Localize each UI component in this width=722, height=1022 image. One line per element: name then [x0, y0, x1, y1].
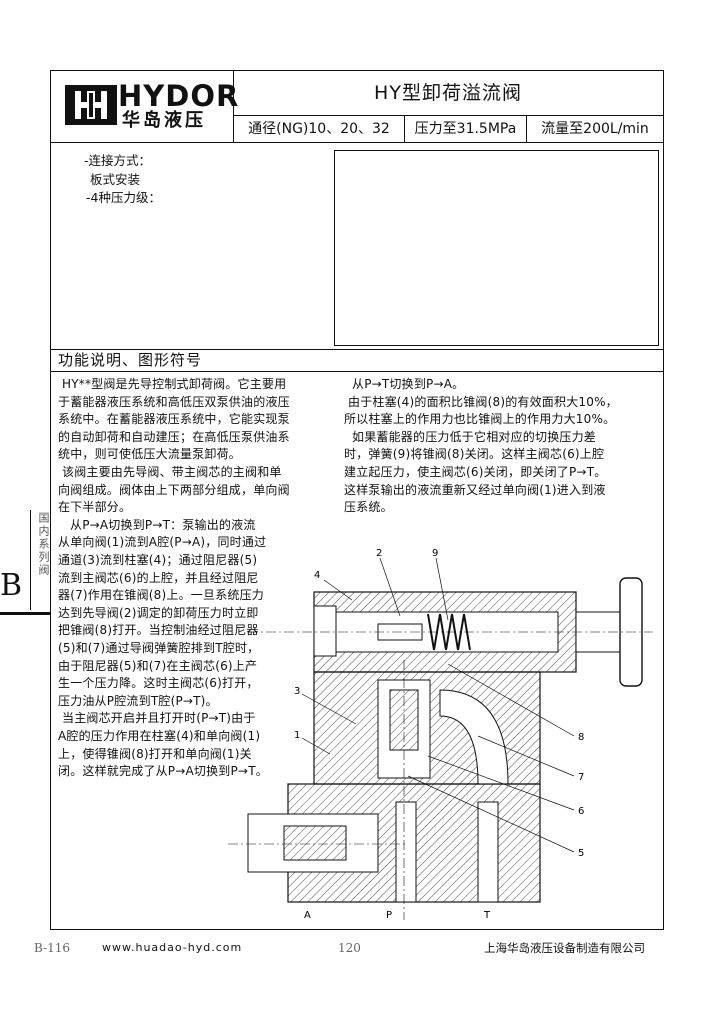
brand-name-cn: 华岛液压 — [122, 110, 206, 131]
callout-5: 5 — [578, 848, 584, 859]
text-line: 由于阻尼器(5)和(7)在主阀芯(6)上产 — [58, 658, 258, 673]
text-line: 流到主阀芯(6)的上腔，并且经过阻尼 — [58, 570, 259, 585]
callout-7: 7 — [578, 772, 584, 783]
p-port-channel — [395, 801, 417, 903]
left-plug — [313, 605, 337, 657]
callout-1: 1 — [294, 730, 300, 741]
text-line: 从单向阀(1)流到A腔(P→A)，同时通过 — [58, 535, 267, 550]
option-pressure-levels: -4种压力级： — [86, 190, 161, 205]
text-line: 当主阀芯开启并且打开时(P→T)由于 — [62, 711, 256, 726]
text-line: 达到先导阀(2)调定的卸荷压力时立即 — [58, 605, 259, 620]
page-title: HY型卸荷溢流阀 — [374, 82, 522, 104]
t-port-channel — [477, 801, 499, 903]
option-mount: 板式安装 — [90, 172, 141, 187]
port-a: A — [304, 910, 311, 921]
callout-9: 9 — [432, 548, 438, 559]
valve-section-drawing: 4 2 9 3 1 8 7 6 5 A P T — [228, 548, 653, 921]
text-line: 上，使得锥阀(8)打开和单向阀(1)关 — [58, 746, 252, 761]
text-line: 于蓄能器液压系统和高低压双泵供油的液压 — [58, 394, 290, 409]
side-tab-rule — [30, 510, 31, 610]
text-line: A腔的压力作用在柱塞(4)和单向阀(1) — [58, 729, 261, 743]
hydor-emblem-icon — [65, 85, 117, 125]
header-bottom-rule — [50, 142, 664, 143]
section-top-rule — [50, 349, 664, 350]
text-line: 该阀主要由先导阀、带主阀芯的主阀和单 — [62, 465, 282, 479]
text-line: 向阀组成。阀体由上下两部分组成，单向阀 — [58, 482, 290, 497]
callout-4: 4 — [314, 570, 320, 581]
text-line: 从P→A切换到P→T：泵输出的液流 — [70, 517, 256, 532]
title-rule — [233, 115, 664, 116]
section-bottom-rule — [50, 371, 664, 372]
logo — [51, 71, 233, 142]
footer-company: 上海华岛液压设备制造有限公司 — [484, 941, 645, 955]
port-t: T — [483, 910, 491, 921]
callout-6: 6 — [578, 806, 584, 817]
text-line: HY**型阀是先导控制式卸荷阀。它主要用 — [62, 377, 287, 391]
text-line: 器(7)作用在锥阀(8)上。一旦系统压力 — [58, 588, 264, 603]
side-letter: B — [0, 568, 23, 603]
option-connection: -连接方式： — [84, 153, 152, 168]
text-line: 在下半部分。 — [58, 500, 132, 515]
text-line: 时，弹簧(9)将锥阀(8)关闭。这样主阀芯(6)上腔 — [344, 447, 605, 462]
text-line: 的自动卸荷和自动建压；在高低压泵供油系 — [58, 429, 290, 444]
footer-website[interactable]: www.huadao-hyd.com — [102, 941, 243, 954]
text-line: 生一个压力降。这时主阀芯(6)打开， — [58, 676, 259, 691]
brand-name-en: HYDOR — [118, 79, 240, 113]
text-line: 这样泵输出的液流重新又经过单向阀(1)进入到液 — [344, 482, 606, 497]
section-title: 功能说明、图形符号 — [58, 351, 203, 369]
footer-page-code: B-116 — [34, 941, 70, 955]
adjust-screw — [575, 611, 627, 653]
page-frame — [50, 70, 664, 930]
footer-page-number: 120 — [338, 941, 361, 955]
text-line: 统中，则可使低压大流量泵卸荷。 — [58, 447, 242, 462]
text-line: 通道(3)流到柱塞(4)；通过阻尼器(5) — [58, 553, 258, 567]
side-tab-text: 国内系列阀 — [37, 512, 50, 577]
text-line: 由于柱塞(4)的面积比锥阀(8)的有效面积大10%， — [348, 394, 618, 409]
text-line: 建立起压力，使主阀芯(6)关闭，即关闭了P→T。 — [344, 465, 607, 479]
side-tab-bar — [0, 612, 50, 615]
side-tab-letter: B — [0, 568, 22, 604]
text-line: 压系统。 — [344, 500, 393, 515]
text-line: 把锥阀(8)打开。当控制油经过阻尼器 — [58, 623, 259, 638]
spec-bore: 通径(NG)10、20、32 — [248, 121, 390, 137]
port-p: P — [386, 910, 392, 921]
callout-8: 8 — [578, 732, 584, 743]
text-line: 所以柱塞上的作用力也比锥阀上的作用力大10%。 — [344, 412, 616, 427]
text-line: (5)和(7)通过导阀弹簧腔排到T腔时， — [58, 641, 260, 655]
text-line: 从P→T切换到P→A。 — [352, 377, 465, 391]
text-line: 压力油从P腔流到T腔(P→T)。 — [58, 693, 218, 708]
text-line: 如果蓄能器的压力低于它相对应的切换压力差 — [352, 429, 597, 444]
check-valve-1 — [283, 825, 347, 861]
spec-pressure: 压力至31.5MPa — [414, 121, 517, 137]
symbol-image-box — [334, 150, 659, 346]
text-line: 闭。这样就完成了从P→A切换到P→T。 — [58, 764, 268, 779]
callout-2: 2 — [376, 548, 382, 559]
logo-divider — [233, 70, 234, 143]
callout-3: 3 — [294, 686, 300, 697]
spec-divider-2 — [526, 115, 527, 143]
spec-flow: 流量至200L/min — [541, 121, 649, 137]
spec-divider-1 — [404, 115, 405, 143]
text-line: 系统中。在蓄能器液压系统中，它能实现泵 — [58, 412, 290, 427]
